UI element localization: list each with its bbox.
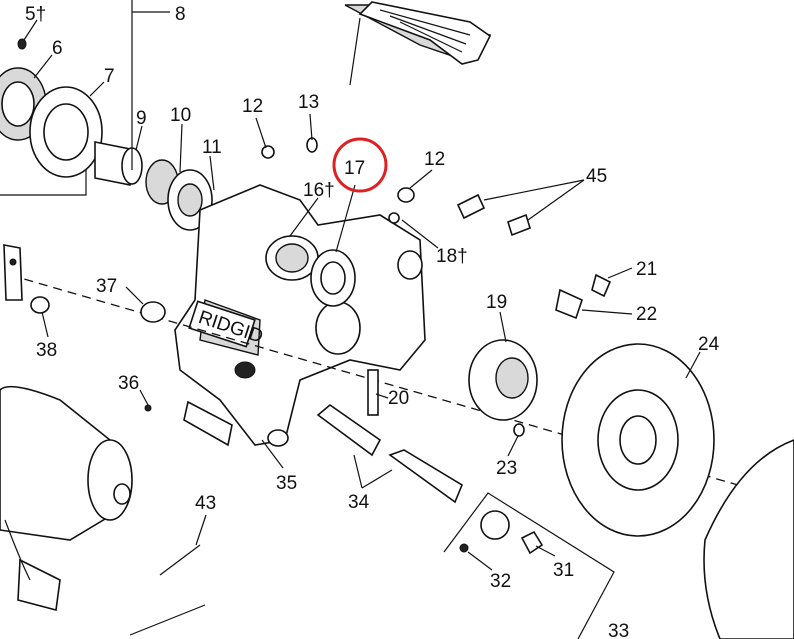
motor xyxy=(0,385,133,612)
label-38: 38 xyxy=(36,340,57,361)
left-small-parts xyxy=(3,244,166,323)
label-37: 37 xyxy=(96,276,117,297)
label-7: 7 xyxy=(104,66,115,87)
label-9: 9 xyxy=(136,108,147,129)
callout-labels: 5† 6 7 8 9 10 11 12 13 16† 17 12 18† 45 … xyxy=(25,4,720,639)
label-33: 33 xyxy=(608,621,629,639)
label-21: 21 xyxy=(636,259,657,280)
label-6: 6 xyxy=(52,38,63,59)
label-16: 16† xyxy=(303,180,335,201)
main-housing: RIDGID xyxy=(174,184,426,447)
leader-lines xyxy=(23,19,701,571)
label-18: 18† xyxy=(436,246,468,267)
label-23: 23 xyxy=(496,458,517,479)
label-19: 19 xyxy=(486,292,507,313)
label-8: 8 xyxy=(175,4,186,25)
label-24: 24 xyxy=(698,334,720,355)
label-35: 35 xyxy=(276,473,297,494)
right-assembly xyxy=(388,187,794,639)
handle-assembly xyxy=(344,1,492,86)
label-32: 32 xyxy=(490,571,511,592)
label-13: 13 xyxy=(298,92,319,113)
label-12b: 12 xyxy=(424,149,445,170)
label-10: 10 xyxy=(170,105,191,126)
label-12a: 12 xyxy=(242,96,263,117)
label-45: 45 xyxy=(586,166,607,187)
label-36: 36 xyxy=(118,373,139,394)
label-17: 17 xyxy=(344,158,365,179)
label-22: 22 xyxy=(636,304,657,325)
label-43: 43 xyxy=(195,493,216,514)
pins-and-plate xyxy=(129,369,464,636)
label-5: 5† xyxy=(25,4,46,25)
part-33-box xyxy=(443,492,615,639)
label-20: 20 xyxy=(388,388,409,409)
label-31: 31 xyxy=(553,560,574,581)
label-34: 34 xyxy=(348,492,370,513)
part-8-bracket xyxy=(131,0,170,170)
highlight-circle xyxy=(332,137,388,193)
label-11: 11 xyxy=(202,137,222,158)
